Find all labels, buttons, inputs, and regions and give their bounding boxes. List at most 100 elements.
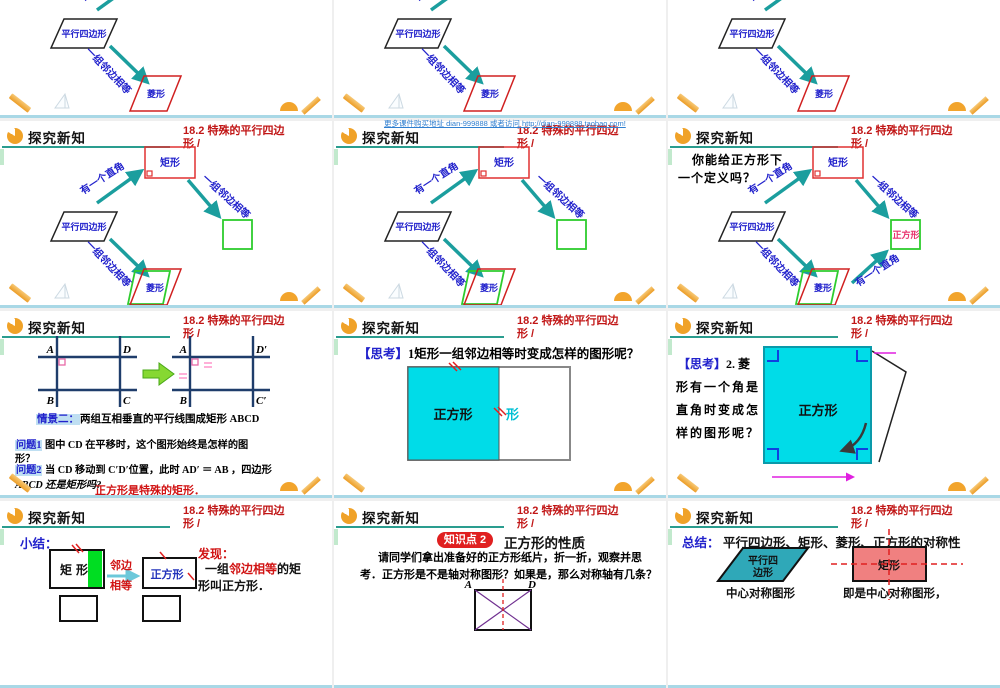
rhombus-label: 菱形: [481, 88, 499, 99]
think1-line: 【思考】1矩形一组邻边相等时变成怎样的图形呢？: [358, 343, 639, 362]
title-underline: [2, 526, 170, 528]
arrow-label-right-angle: 有一个直角: [746, 159, 795, 197]
arrow-label-right-angle: 有一个直角: [78, 0, 127, 4]
arrow-label-right-angle: 有一个直角: [78, 159, 127, 197]
title-underline: [336, 336, 504, 338]
rectangle-label: 矩形: [494, 156, 514, 169]
course-line2: 形 /: [183, 518, 201, 530]
slide-square-diagram-2[interactable]: 探究新知 18.2 特殊的平行四边形 / 矩形 有一个直角 平行四边形 一组邻边…: [334, 121, 666, 308]
question1-text: 图中 CD 在平移时，这个图形始终是怎样的图: [45, 440, 249, 451]
section-icon: [341, 508, 357, 524]
edge-accent: [334, 339, 338, 355]
arrow-pgram-rect: [763, 168, 813, 205]
point-label-b2: B: [179, 395, 187, 407]
question1-line2: 形？: [15, 454, 36, 465]
arrow-pgram-rhombus: [108, 237, 150, 278]
parallelogram-shape: [717, 211, 787, 242]
course-title: 18.2 特殊的平行四边形 /: [517, 315, 618, 341]
think2-line3: 直角时变成怎: [676, 403, 761, 417]
parallelogram-shape: [49, 211, 119, 242]
section-icon: [7, 508, 23, 524]
square-label: 正方形: [151, 567, 184, 581]
protractor-icon: [280, 292, 298, 301]
right-angle-mark: [146, 170, 153, 177]
slide-section-title: 探究新知: [696, 131, 754, 146]
slide-think2-rhombus[interactable]: 探究新知 18.2 特殊的平行四边形 / 【思考】2. 菱 形有一个角是 直角时…: [668, 311, 1000, 498]
parallelogram-outline: [871, 350, 907, 463]
square-shape: [142, 557, 197, 589]
symmetry-diagram: 平行四 边形 中心对称图形 矩形 即是中心对称图形，: [715, 529, 963, 600]
point-label-a: A: [46, 344, 54, 356]
fold-square-diagram: A D: [464, 579, 536, 631]
rhombus-label: 菱形: [147, 88, 165, 99]
watermark-link[interactable]: 更多课件购买地址 dian-999888 或者访问 http://dian-99…: [384, 119, 626, 128]
rhombus-diagram: 有一个直角 平行四边形 一组邻边相等 菱形: [717, 0, 851, 112]
pen-mark: [159, 551, 195, 581]
arrow-label-adjacent: 一组邻边相等: [534, 171, 587, 221]
section-icon: [7, 128, 23, 144]
course-line2: 形 /: [851, 518, 869, 530]
found-pre: 一组: [205, 561, 229, 576]
slide-summary-square[interactable]: 探究新知 18.2 特殊的平行四边形 / 小结： 矩 形 邻边 相等 正方形 发…: [0, 501, 332, 688]
edge-accent: [0, 529, 4, 545]
conclusion-text: 正方形是特殊的矩形．: [95, 485, 205, 497]
pgram-label1: 平行四: [748, 554, 778, 567]
course-line1: 18.2 特殊的平行四边: [851, 505, 953, 517]
course-title: 18.2 特殊的平行四边形 /: [851, 315, 952, 341]
relation-diagram-full: 矩形 有一个直角 平行四边形 一组邻边相等 正方形 一组邻边相等 菱形 有一个直…: [717, 146, 921, 305]
slide-section-title: 探究新知: [28, 511, 86, 526]
slide-rhombus-definition-2[interactable]: 有一个直角 平行四边形 一组邻边相等 菱形: [334, 0, 666, 118]
arrow-to-rectangle: [763, 0, 782, 12]
rhombus-shape: [128, 75, 183, 112]
square-label: 正方形: [892, 229, 919, 240]
course-title: 18.2 特殊的平行四边形 /: [183, 315, 284, 341]
symmetry-tag: 总结：: [682, 536, 720, 550]
perpendicular-lines-diagram: A D B C A D′ B C′: [38, 336, 270, 407]
arrow-label-adjacent: 一组邻边相等: [417, 237, 468, 289]
slide-rhombus-definition-1[interactable]: 有一个直角 平行四边形 一组邻边相等 菱形: [0, 0, 332, 118]
section-icon: [341, 318, 357, 334]
right-angle-mark: [58, 358, 66, 366]
slide-square-definition[interactable]: 探究新知 18.2 特殊的平行四边形 / 你能给正方形下 一个定义吗？ 矩形 有…: [668, 121, 1000, 308]
rhombus-label: 菱形: [815, 88, 833, 99]
rhombus-label: 菱形: [814, 282, 832, 293]
slide-property-knowledge[interactable]: 探究新知 18.2 特殊的平行四边形 / 知识点 2 正方形的性质 请同学们拿出…: [334, 501, 666, 688]
title-underline: [2, 336, 170, 338]
rhombus-red-shape: [797, 268, 851, 305]
arrow-to-rhombus: [776, 44, 818, 85]
think1-tag: 【思考】: [358, 347, 409, 361]
course-title: 18.2 特殊的平行四边形 /: [851, 505, 952, 531]
found-tag: 发现：: [197, 546, 234, 561]
equal-tick-mark: [204, 362, 212, 368]
property-title: 正方形的性质: [504, 536, 585, 551]
course-line1: 18.2 特殊的平行四边: [517, 125, 619, 137]
knowledge-point-badge: 知识点 2: [437, 532, 493, 548]
slide-symmetry-summary[interactable]: 探究新知 18.2 特殊的平行四边形 / 总结： 平行四边形、矩形、菱形、正方形…: [668, 501, 1000, 688]
slide-think1-square[interactable]: 探究新知 18.2 特殊的平行四边形 / 【思考】1矩形一组邻边相等时变成怎样的…: [334, 311, 666, 498]
rhombus-label: 菱形: [146, 282, 164, 293]
rectangle-label: 矩形: [828, 156, 848, 169]
slide-rhombus-definition-3[interactable]: 有一个直角 平行四边形 一组邻边相等 菱形: [668, 0, 1000, 118]
slide-scene2-rectangle[interactable]: 探究新知 18.2 特殊的平行四边形 / A D B C A D′ B C′ 情…: [0, 311, 332, 498]
edge-accent: [668, 149, 672, 165]
think2-line2: 形有一个角是: [676, 380, 761, 394]
slide-square-diagram-1[interactable]: 探究新知 18.2 特殊的平行四边形 / 矩形 有一个直角 平行四边形 一组邻边…: [0, 121, 332, 308]
right-angle-mark: [191, 358, 199, 366]
green-strip: [88, 551, 102, 587]
badge-number: 2: [479, 534, 487, 546]
right-angle-mark: [814, 170, 821, 177]
edge-accent: [0, 149, 4, 165]
relation-diagram: 矩形 有一个直角 平行四边形 一组邻边相等 一组邻边相等 菱形: [49, 146, 253, 305]
arrow-rhombus-square: [850, 249, 889, 285]
course-line1: 18.2 特殊的平行四边: [517, 315, 619, 327]
scene-tag: 情景二：: [36, 414, 80, 425]
corner-angle-mark: [856, 448, 868, 460]
section-icon: [675, 128, 691, 144]
square-shape: [222, 219, 253, 250]
badge-text: 知识点: [443, 534, 477, 546]
arrow-label-right-angle: 有一个直角: [412, 0, 461, 4]
relation-diagram: 矩形 有一个直角 平行四边形 一组邻边相等 一组邻边相等 菱形: [383, 146, 587, 305]
protractor-icon: [948, 482, 966, 491]
protractor-icon: [280, 482, 298, 491]
slide-section-title: 探究新知: [28, 321, 86, 336]
